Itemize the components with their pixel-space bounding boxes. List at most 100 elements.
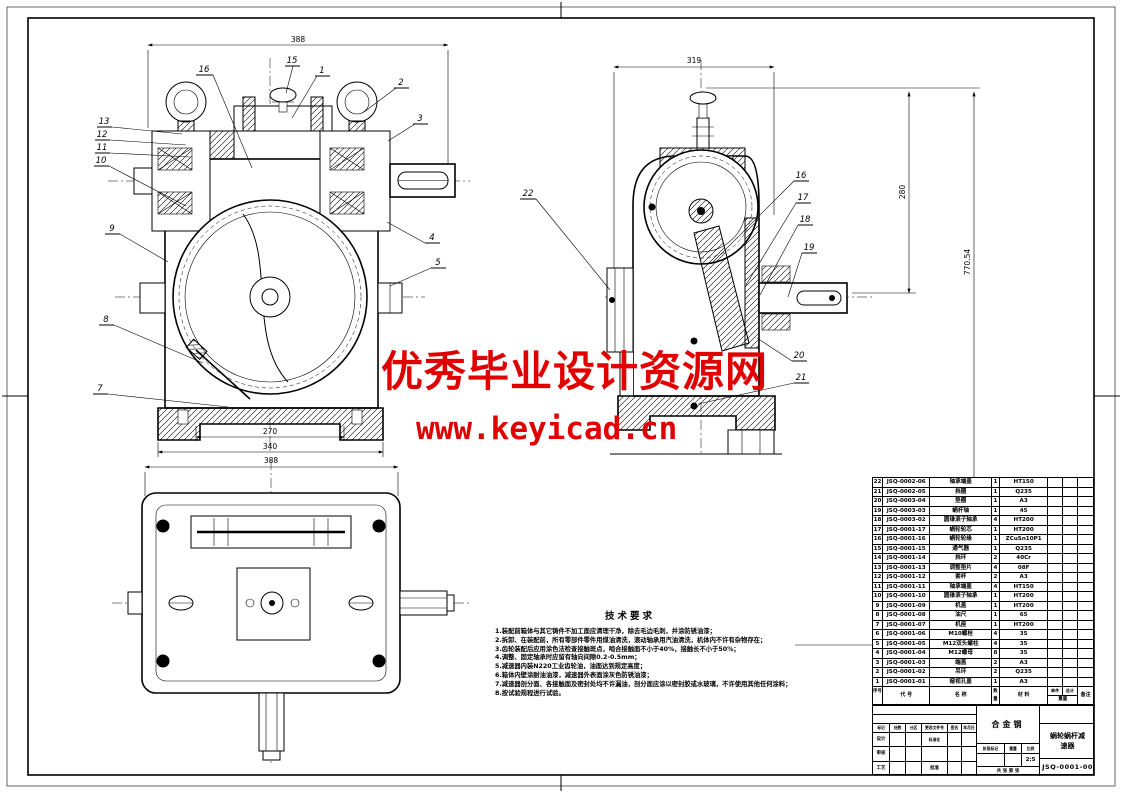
part-material: HT200 <box>1000 516 1049 525</box>
parts-header: 序号 代 号 名 称 数量 材 料 单件 总计 重量 备注 <box>873 687 1093 705</box>
balloon-15: 15 <box>287 56 298 66</box>
header-weight: 重量 <box>1058 697 1068 702</box>
balloon-1: 1 <box>319 66 324 76</box>
part-name: M12螺母 <box>930 649 992 658</box>
part-weight-unit <box>1048 516 1064 525</box>
part-name: 吊环 <box>930 668 992 677</box>
part-no: 22 <box>873 478 883 487</box>
part-weight-total <box>1063 478 1079 487</box>
part-code: JSQ-0001-15 <box>883 544 931 553</box>
part-name: 轴承端盖 <box>930 478 992 487</box>
part-weight-total <box>1063 544 1079 553</box>
part-code: JSQ-0001-04 <box>883 649 931 658</box>
part-remark <box>1078 649 1093 658</box>
part-material: HT200 <box>1000 620 1049 629</box>
part-weight-total <box>1063 611 1079 620</box>
worm-wheel <box>172 199 368 395</box>
part-qty: 1 <box>992 677 1000 686</box>
tech-req-item: 3.齿轮装配后应用涂色法检查接触斑点，啮合接触面不小于40%，接触长不小于50%… <box>495 645 740 653</box>
dim-plan-top: 388 <box>144 456 399 496</box>
parts-row: 3 JSQ-0001-03 端盖 2 A3 <box>873 658 1093 668</box>
part-remark <box>1078 497 1093 506</box>
part-weight-unit <box>1048 620 1064 629</box>
side-breather <box>689 91 717 149</box>
parts-row: 1 JSQ-0001-01 窥视孔盖 1 A3 <box>873 677 1093 687</box>
part-code: JSQ-0001-10 <box>883 592 931 601</box>
part-code: JSQ-0001-06 <box>883 630 931 639</box>
side-balloons: 22 16 17 18 19 20 21 <box>520 171 817 405</box>
part-material: A3 <box>1000 573 1049 582</box>
part-remark <box>1078 526 1093 535</box>
plan-center-plate <box>236 567 311 641</box>
part-weight-unit <box>1048 649 1064 658</box>
plan-view: 388 <box>112 456 470 765</box>
plan-worm-band <box>190 515 352 549</box>
part-material: 35 <box>1000 630 1049 639</box>
title-block: 标记 处数 分区 更改文件号 签名 年月日 设计 标准化 审核 工艺 批准 合金… <box>873 705 1095 776</box>
part-weight-unit <box>1048 573 1064 582</box>
part-code: JSQ-0001-08 <box>883 611 931 620</box>
front-view: 388 <box>93 35 470 457</box>
part-code: JSQ-0001-01 <box>883 677 931 686</box>
part-weight-total <box>1063 516 1079 525</box>
part-material: A3 <box>1000 677 1049 686</box>
parts-row: 16 JSQ-0001-16 蜗轮轮缘 1 ZCuSn10P1 <box>873 535 1093 545</box>
part-weight-total <box>1063 525 1079 534</box>
part-weight-total <box>1063 601 1079 610</box>
part-no: 8 <box>873 611 883 620</box>
part-weight-total <box>1063 677 1079 686</box>
dim-label: 388 <box>264 456 279 465</box>
part-weight-total <box>1063 639 1079 648</box>
part-code: JSQ-0001-12 <box>883 573 931 582</box>
part-weight-unit <box>1048 582 1064 591</box>
label-sign: 签名 <box>947 723 961 732</box>
part-qty: 1 <box>992 497 1000 506</box>
part-material: HT150 <box>1000 478 1049 487</box>
part-weight-unit <box>1048 487 1064 496</box>
sheet-note: 共 张 第 张 <box>976 766 1039 776</box>
part-no: 20 <box>873 497 883 506</box>
dim-label: 280 <box>898 185 907 200</box>
balloon-7: 7 <box>97 384 103 394</box>
left-bearing-housing <box>133 130 211 232</box>
header-qty: 数量 <box>992 687 1000 704</box>
part-material: 35 <box>1000 649 1049 658</box>
part-weight-total <box>1063 582 1079 591</box>
parts-row: 12 JSQ-0001-12 套杯 2 A3 <box>873 573 1093 583</box>
technical-requirements: 技术要求 1.装配前箱体与其它铸件不加工面应清理干净，除去毛边毛刺，并涂防锈油漆… <box>495 608 873 698</box>
balloon-4: 4 <box>429 233 434 243</box>
part-remark <box>1078 488 1093 497</box>
part-qty: 8 <box>992 649 1000 658</box>
part-qty: 2 <box>992 668 1000 677</box>
balloon-13: 13 <box>99 117 110 127</box>
part-material: 45 <box>1000 506 1049 515</box>
header-remark: 备注 <box>1080 692 1091 698</box>
part-material: A3 <box>1000 497 1049 506</box>
balloon-18: 18 <box>800 215 811 225</box>
part-weight-unit <box>1048 535 1064 544</box>
parts-list: 22 JSQ-0002-06 轴承端盖 1 HT150 21 JSQ-0002-… <box>873 478 1093 687</box>
part-remark <box>1078 659 1093 668</box>
part-weight-total <box>1063 630 1079 639</box>
part-name: 蜗轮轮芯 <box>930 525 992 534</box>
parts-row: 15 JSQ-0001-15 通气器 1 Q235 <box>873 544 1093 554</box>
side-view: 319 <box>520 56 981 646</box>
label-check: 审核 <box>873 746 889 761</box>
part-no: 9 <box>873 601 883 610</box>
label-count: 处数 <box>889 723 905 732</box>
part-name: 油尺 <box>930 611 992 620</box>
label-date: 年月日 <box>961 723 976 732</box>
oil-dipstick <box>185 338 251 400</box>
part-material: A3 <box>1000 658 1049 667</box>
parts-row: 22 JSQ-0002-06 轴承端盖 1 HT150 <box>873 478 1093 488</box>
part-material: 35 <box>1000 639 1049 648</box>
parts-row: 4 JSQ-0001-04 M12螺母 8 35 <box>873 649 1093 659</box>
label-approve: 批准 <box>921 761 947 776</box>
part-name: 轴承端盖 <box>930 582 992 591</box>
part-no: 17 <box>873 525 883 534</box>
balloon-10: 10 <box>96 156 107 166</box>
part-remark <box>1078 630 1093 639</box>
part-no: 12 <box>873 573 883 582</box>
part-remark <box>1078 668 1093 677</box>
